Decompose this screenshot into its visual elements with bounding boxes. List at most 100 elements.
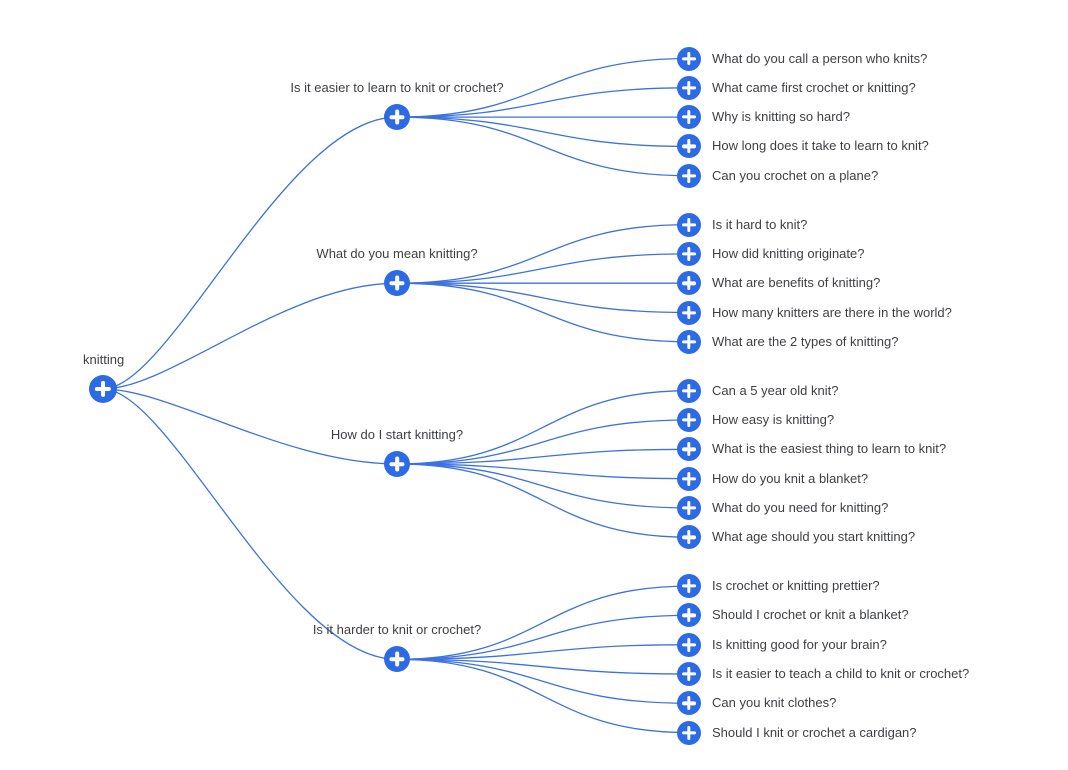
edge-curve [396, 87, 690, 118]
leaf-node-button[interactable] [677, 495, 701, 520]
leaf-label: What age should you start knitting? [712, 529, 916, 545]
leaf-label: Is it easier to teach a child to knit or… [712, 666, 970, 681]
leaf-label: Is it hard to knit? [712, 216, 808, 232]
plus-icon [677, 662, 701, 686]
leaf-label: Can a 5 year old knit? [712, 382, 839, 398]
leaf-node-button[interactable] [677, 720, 701, 745]
edge-curve [396, 282, 690, 314]
branch-node-button[interactable] [384, 104, 410, 131]
branch-label: Is it easier to learn to knit or crochet… [290, 80, 504, 96]
leaf-node-button[interactable] [677, 329, 701, 354]
edge-curve [396, 644, 690, 660]
leaf-label: How did knitting originate? [712, 245, 865, 261]
leaf-node-button[interactable] [677, 437, 701, 462]
leaf-node-button[interactable] [677, 212, 701, 237]
leaf-label: How long does it take to learn to knit? [712, 138, 929, 154]
leaf-label: Is knitting good for your brain? [712, 636, 887, 652]
plus-icon [677, 242, 701, 266]
root-label: knitting [83, 352, 125, 367]
plus-icon [677, 47, 701, 71]
plus-icon [677, 105, 701, 129]
leaf-node-button[interactable] [677, 46, 701, 71]
edge-curve [396, 658, 690, 704]
plus-icon [677, 330, 701, 354]
leaf-label: What are benefits of knitting? [712, 275, 881, 291]
leaf-node-button[interactable] [677, 300, 701, 325]
edge-curve [102, 282, 398, 390]
edge-curve [396, 448, 690, 465]
leaf-node-button[interactable] [677, 105, 701, 130]
leaf-label: Should I knit or crochet a cardigan? [712, 724, 917, 740]
branch-label: How do I start knitting? [330, 426, 464, 442]
plus-icon [677, 408, 701, 432]
leaf-label: What are the 2 types of knitting? [712, 333, 899, 349]
plus-icon [677, 633, 701, 657]
plus-icon [677, 691, 701, 715]
leaf-node-button[interactable] [677, 271, 701, 296]
leaf-label: Why is knitting so hard? [712, 109, 851, 125]
branch-node-button[interactable] [384, 450, 410, 477]
plus-icon [677, 164, 701, 188]
edge-curve [396, 463, 690, 538]
edge-curve [396, 116, 690, 148]
plus-icon [677, 603, 701, 627]
leaf-node-button[interactable] [677, 378, 701, 403]
leaf-node-button[interactable] [677, 662, 701, 686]
branch-node-button[interactable] [384, 270, 410, 297]
edge-curve [102, 388, 398, 465]
edge-curve [396, 419, 690, 465]
leaf-label: How easy is knitting? [712, 412, 835, 427]
edge-curve [102, 116, 398, 390]
leaf-label: What is the easiest thing to learn to kn… [712, 441, 947, 457]
leaf-node-button[interactable] [677, 163, 701, 188]
leaf-label: How many knitters are there in the world… [712, 304, 952, 320]
plus-icon [89, 375, 117, 403]
edge-curve [396, 658, 690, 734]
leaf-node-button[interactable] [677, 134, 701, 159]
plus-icon [677, 437, 701, 461]
leaf-node-button[interactable] [677, 691, 701, 716]
plus-icon [677, 496, 701, 520]
plus-icon [384, 646, 410, 672]
leaf-node-button[interactable] [677, 603, 701, 628]
plus-icon [677, 379, 701, 403]
branch-label: Is it harder to knit or crochet? [312, 622, 482, 638]
leaf-node-button[interactable] [677, 466, 701, 491]
plus-icon [677, 213, 701, 237]
plus-icon [677, 525, 701, 549]
leaf-label: Is crochet or knitting prettier? [712, 578, 880, 594]
edge-curve [396, 658, 690, 675]
edge-curve [396, 223, 690, 284]
edge-curve [396, 253, 690, 284]
edge-curve [396, 57, 690, 118]
leaf-label: How do you knit a blanket? [712, 470, 869, 486]
edge-curve [396, 585, 690, 660]
edge-curve [102, 388, 398, 660]
plus-icon [677, 721, 701, 745]
leaf-node-button[interactable] [677, 75, 701, 100]
leaf-node-button[interactable] [677, 574, 701, 599]
leaf-node-button[interactable] [677, 632, 701, 657]
plus-icon [677, 76, 701, 100]
leaf-label: Should I crochet or knit a blanket? [712, 607, 909, 623]
plus-icon [677, 574, 701, 598]
leaf-node-button[interactable] [677, 408, 701, 432]
branch-label: What do you mean knitting? [316, 246, 478, 262]
branch-node-button[interactable] [384, 646, 410, 673]
plus-icon [677, 467, 701, 491]
leaf-node-button[interactable] [677, 241, 701, 266]
leaf-label: Can you knit clothes? [712, 695, 837, 711]
edge-curve [396, 463, 690, 480]
edge-curve [396, 614, 690, 660]
leaf-label: What do you need for knitting? [712, 499, 889, 515]
leaf-node-button[interactable] [677, 525, 701, 550]
edge-curve [396, 390, 690, 465]
plus-icon [384, 451, 410, 477]
plus-icon [677, 301, 701, 325]
edge-curve [396, 116, 690, 177]
leaf-label: What came first crochet or knitting? [712, 79, 916, 95]
root-node-button[interactable] [89, 375, 117, 403]
leaf-label: What do you call a person who knits? [712, 50, 928, 66]
